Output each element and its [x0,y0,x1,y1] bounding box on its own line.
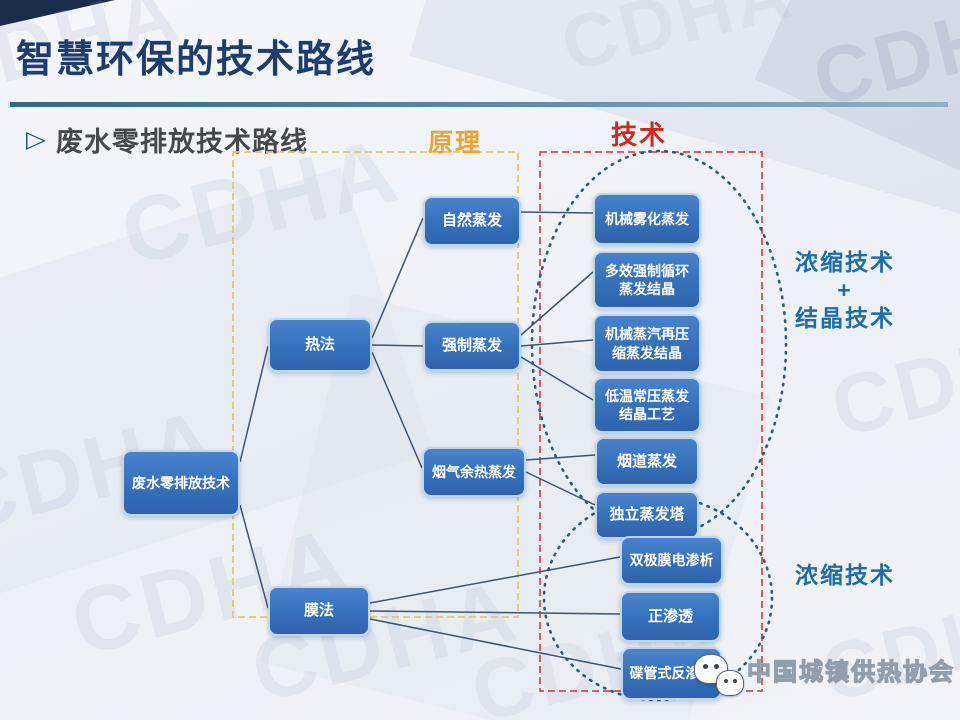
node-bipolar-membrane-electrodialysis: 双极膜电渗析 [620,536,723,585]
group-label-concentration-crystallization: 浓缩技术 + 结晶技术 [780,248,910,332]
group-label-line: 浓缩技术 [795,249,895,275]
subtitle-row: ▷ 废水零排放技术路线 [26,120,308,159]
subtitle: 废水零排放技术路线 [56,127,308,157]
wechat-icon [694,652,744,700]
node-forced-evaporation: 强制蒸发 [423,321,521,371]
group-label-plus: + [837,277,853,303]
node-natural-evaporation: 自然蒸发 [423,196,521,246]
principle-dashed-frame [232,151,519,618]
concentration-ellipse [542,494,774,702]
node-low-temp-atmospheric-crystallization: 低温常压蒸发结晶工艺 [593,377,701,433]
footer-organization-name: 中国城镇供热协会 [746,658,955,686]
node-membrane-method: 膜法 [268,586,370,636]
page-title: 智慧环保的技术路线 [16,39,377,81]
node-thermal-method: 热法 [268,318,372,372]
node-mechanical-vapor-recompression: 机械蒸汽再压缩蒸发结晶 [593,314,701,373]
node-mechanical-atomization-evaporation: 机械雾化蒸发 [593,193,701,245]
corner-accent-triangle [0,0,115,26]
node-multi-effect-forced-circulation: 多效强制循环蒸发结晶 [593,251,701,309]
title-divider [10,102,948,107]
technology-column-header: 技术 [611,120,668,150]
wechat-bubble-small [716,670,744,696]
node-root: 废水零排放技术 [122,450,240,516]
group-label-line: 结晶技术 [795,305,895,331]
principle-column-header: 原理 [428,129,483,157]
node-flue-duct-evaporation: 烟道蒸发 [595,437,699,486]
node-forward-osmosis: 正渗透 [620,591,721,642]
group-label-concentration: 浓缩技术 [795,562,895,588]
concentration-crystallization-ellipse [530,149,788,539]
node-flue-gas-waste-heat-evaporation: 烟气余热蒸发 [422,447,526,497]
node-independent-evaporation-tower: 独立蒸发塔 [595,491,699,539]
connector-lines [239,211,622,670]
arrow-bullet-icon: ▷ [26,125,46,153]
